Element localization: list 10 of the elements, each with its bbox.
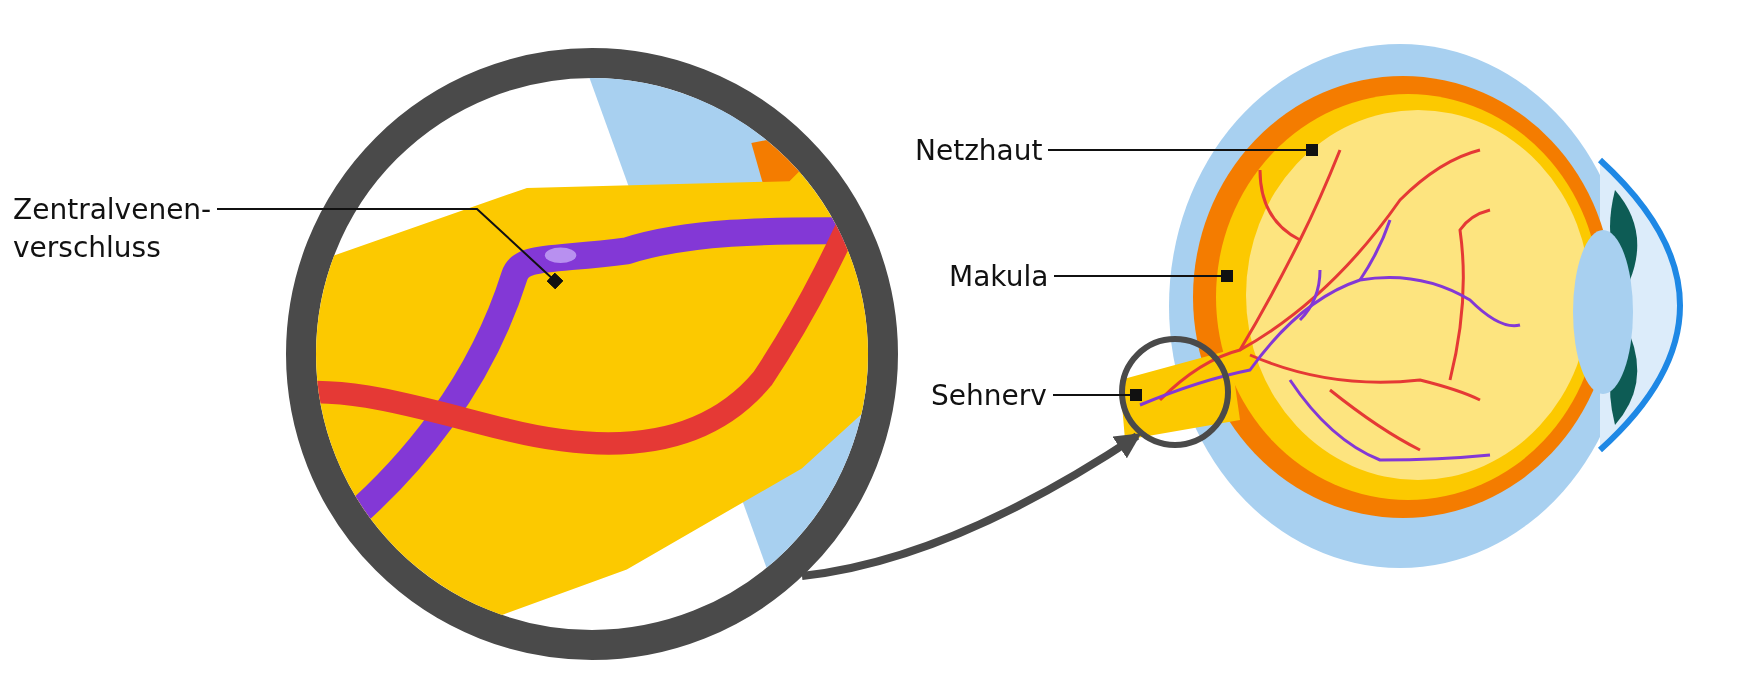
- magnified-area-circle: [1119, 336, 1231, 448]
- part-label: Zentralvenen- verschluss: [13, 191, 212, 267]
- part-label: Makula: [949, 258, 1049, 296]
- leader-line: [1047, 144, 1318, 156]
- part-label: Sehnerv: [931, 377, 1047, 415]
- leader-line: [1053, 270, 1233, 282]
- part-label: Netzhaut: [915, 132, 1043, 170]
- leader-line: [216, 208, 564, 290]
- arrow: [801, 432, 1142, 580]
- leader-line: [1052, 389, 1142, 401]
